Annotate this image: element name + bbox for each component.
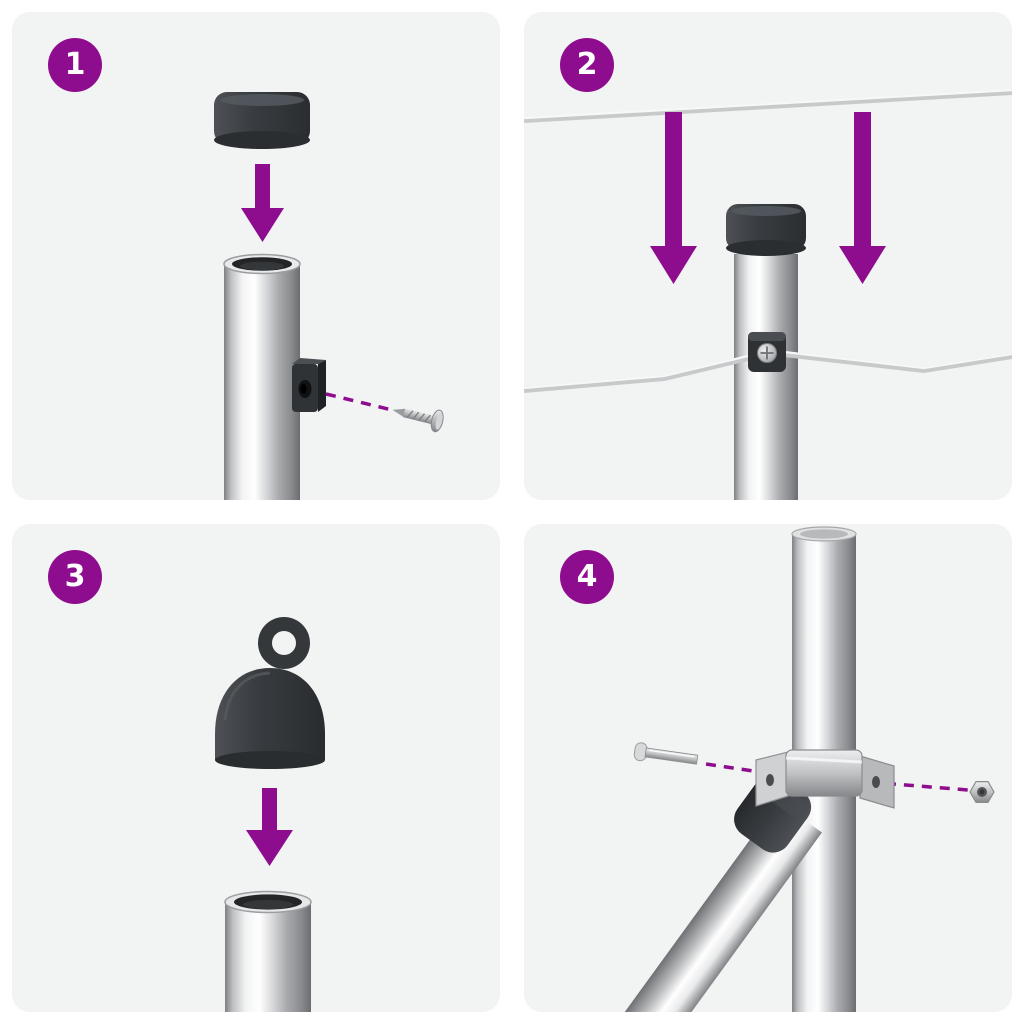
- step-number: 1: [64, 47, 86, 82]
- eyelet-cap-icon: [215, 617, 325, 769]
- guide-dash-line: [705, 762, 761, 774]
- down-arrow-icon: [650, 112, 697, 284]
- screw-icon: [392, 408, 444, 433]
- wire-holder-screwed-icon: [748, 332, 786, 372]
- pole-clamp-icon: [755, 749, 895, 809]
- top-wire-icon: [524, 88, 1012, 123]
- step-number-badge: 2: [560, 38, 614, 92]
- tension-wire-icon: [524, 350, 1012, 393]
- steps-grid: 1: [12, 12, 1012, 1012]
- step-number-badge: 3: [48, 550, 102, 604]
- nut-icon: [969, 781, 995, 803]
- step-number: 2: [576, 47, 598, 82]
- step-number: 4: [576, 559, 598, 594]
- step-panel-1: 1: [12, 12, 500, 500]
- post-cap-icon: [214, 92, 310, 149]
- bolt-icon: [633, 742, 699, 765]
- capped-pole-icon: [726, 204, 806, 500]
- step-panel-3: 3: [12, 524, 500, 1012]
- down-arrow-icon: [839, 112, 886, 284]
- down-arrow-icon: [246, 788, 293, 866]
- step-panel-4: 4: [524, 524, 1012, 1012]
- step-1-illustration: [214, 92, 444, 500]
- step-number-badge: 4: [560, 550, 614, 604]
- step-panel-2: 2: [524, 12, 1012, 500]
- step-number: 3: [64, 559, 86, 594]
- step-4-illustration: [601, 526, 995, 1012]
- open-pole-icon: [223, 253, 301, 500]
- wire-holder-icon: [292, 358, 326, 412]
- open-tube-icon: [224, 890, 312, 1012]
- step-3-illustration: [215, 617, 325, 1012]
- step-2-illustration: [524, 88, 1012, 500]
- down-arrow-icon: [241, 164, 284, 242]
- brace-pole-icon: [601, 800, 822, 1012]
- guide-dash-line: [325, 392, 393, 412]
- step-number-badge: 1: [48, 38, 102, 92]
